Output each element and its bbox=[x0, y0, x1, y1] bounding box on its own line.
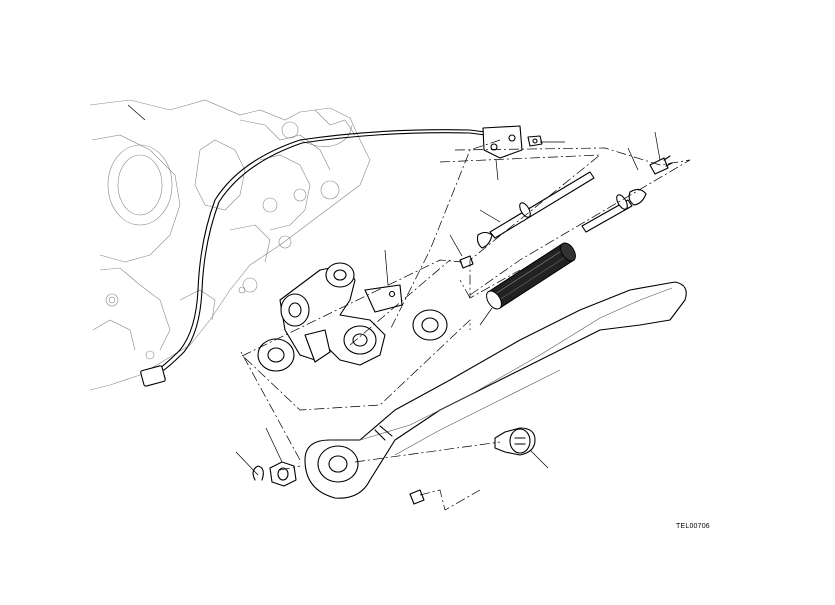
stop-screw bbox=[409, 489, 425, 505]
sensor-screw bbox=[527, 135, 543, 147]
pivot-bolt bbox=[494, 427, 536, 456]
washer-left bbox=[257, 338, 295, 372]
washer-right bbox=[412, 309, 448, 341]
assembly-lines bbox=[239, 139, 691, 511]
pivot-nut bbox=[269, 461, 297, 487]
sidestand-sensor-cable bbox=[140, 129, 486, 387]
spring-pin-left bbox=[476, 171, 595, 249]
side-stand-leg bbox=[304, 281, 687, 499]
return-spring bbox=[486, 242, 576, 310]
spring-pin-right bbox=[581, 188, 647, 233]
cable-connector-plug bbox=[140, 365, 166, 387]
engine-crankcase-outline bbox=[89, 99, 371, 391]
sensor-plate bbox=[364, 284, 403, 313]
top-right-screw bbox=[649, 155, 673, 175]
leader-lines bbox=[127, 104, 661, 476]
sensor-head bbox=[482, 125, 523, 159]
drawing-reference-code: TEL00706 bbox=[676, 523, 710, 530]
stand-mounting-bracket bbox=[279, 262, 403, 366]
retaining-clip bbox=[252, 465, 264, 481]
